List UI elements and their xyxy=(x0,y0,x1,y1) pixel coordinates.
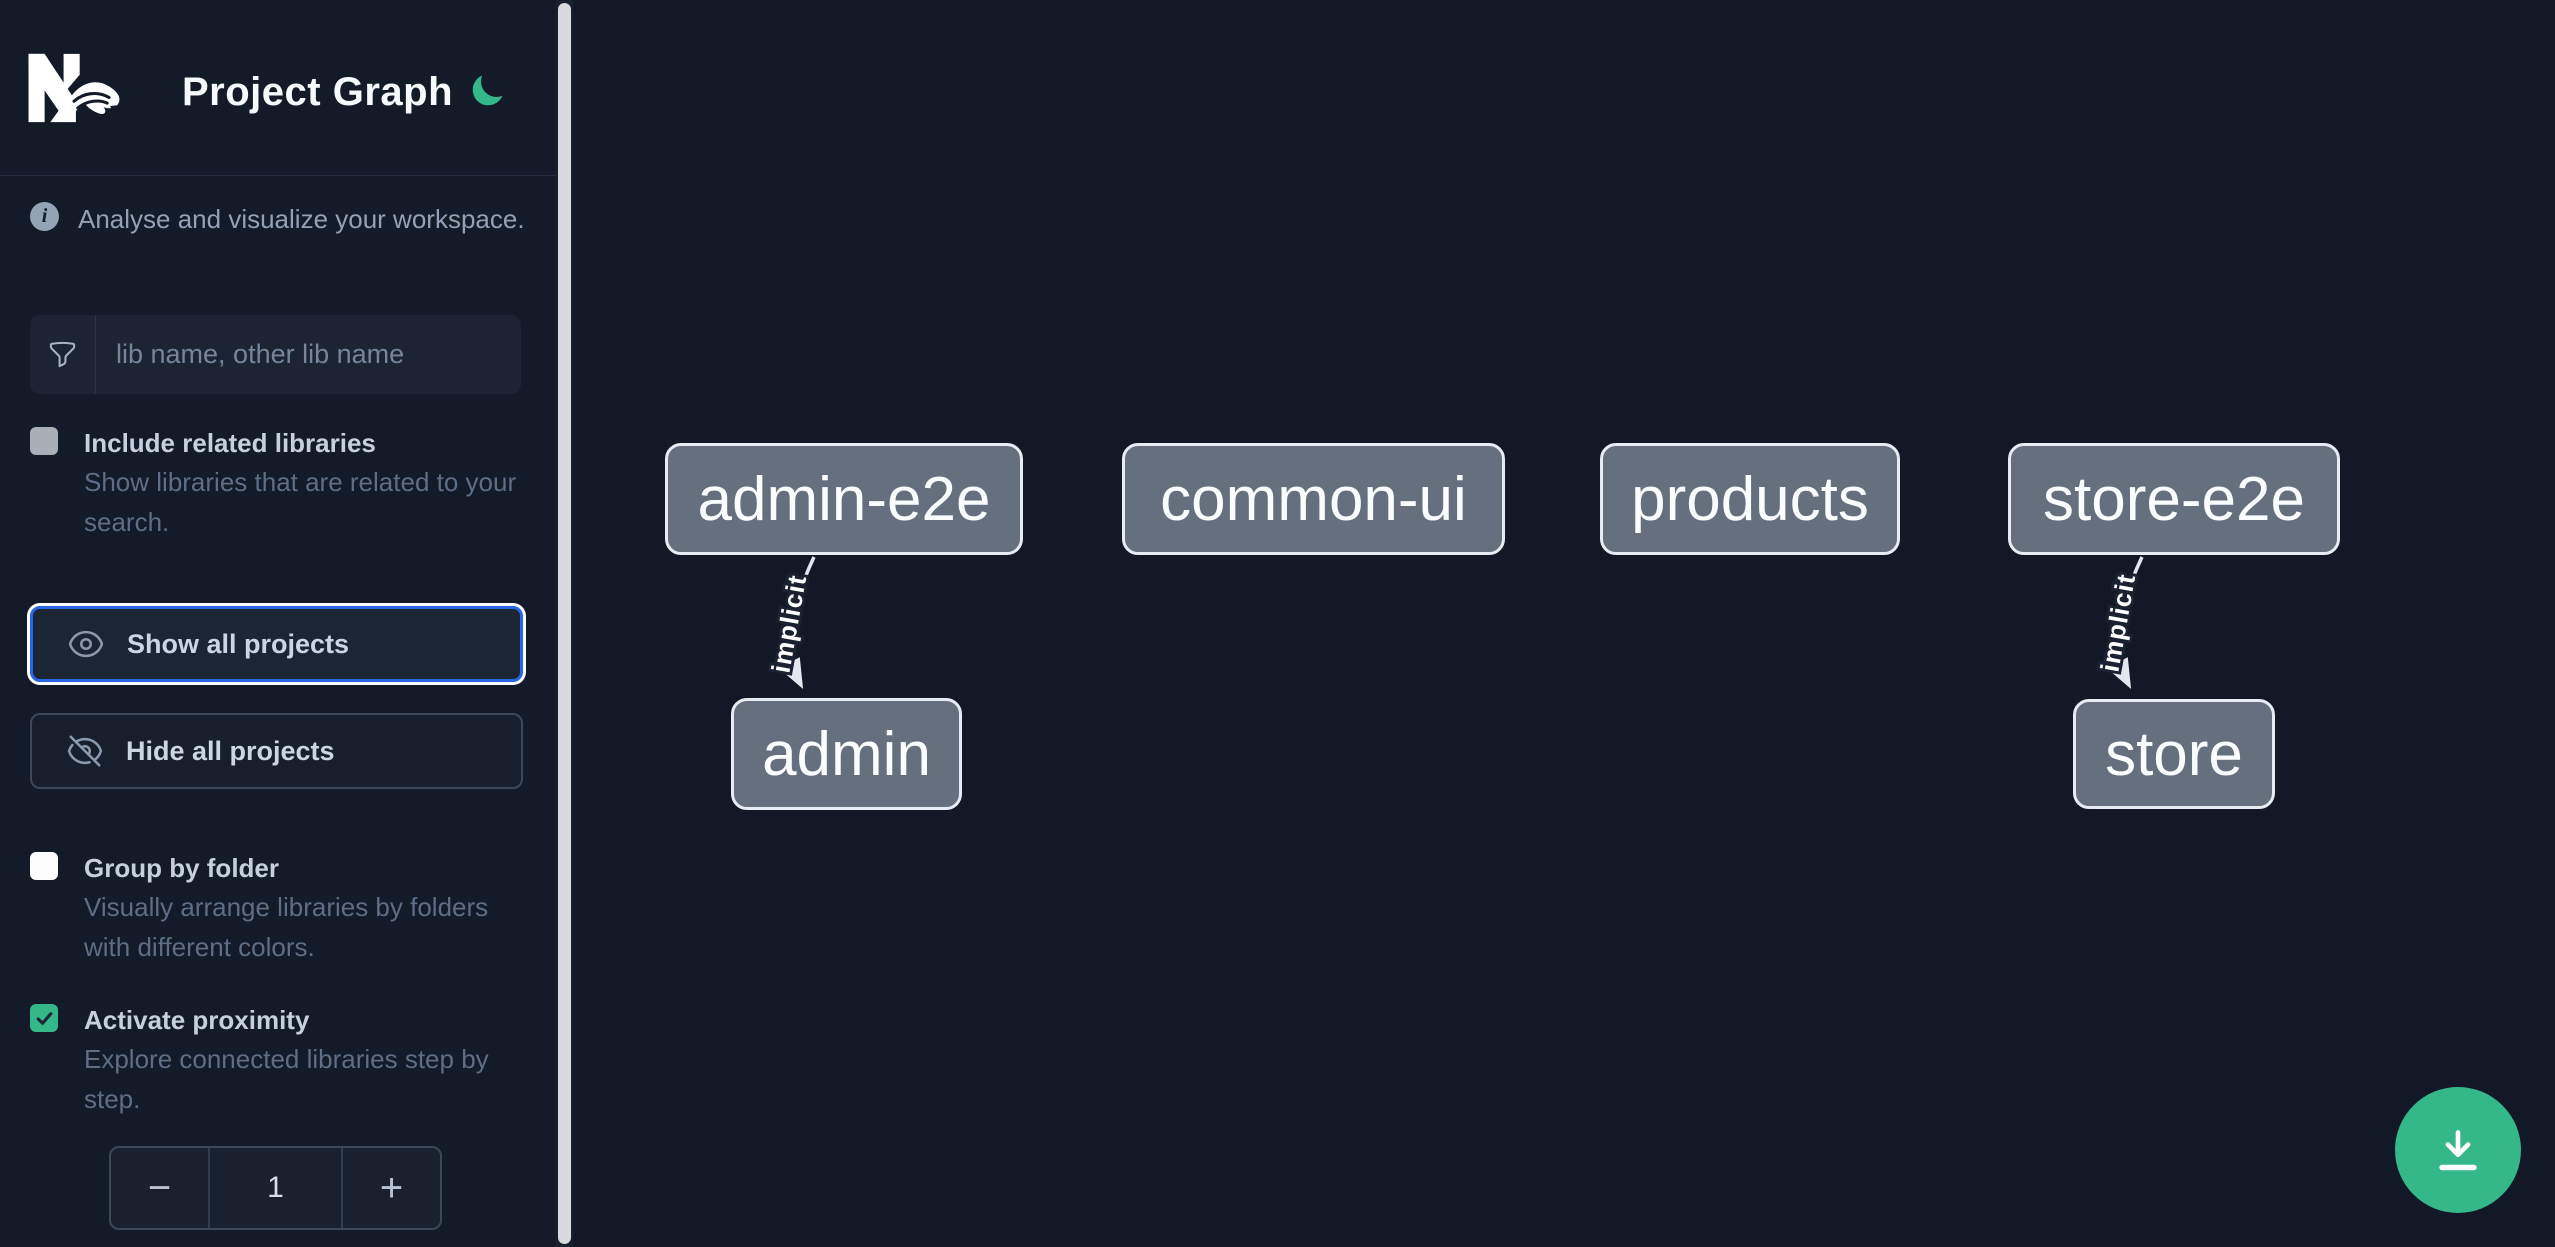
project-node-admin-e2e[interactable]: admin-e2e xyxy=(665,443,1023,555)
toggle-description: Show libraries that are related to your … xyxy=(84,467,517,537)
app-header: Project Graph xyxy=(0,0,556,176)
project-node-store[interactable]: store xyxy=(2073,699,2275,809)
workspace-info: i Analyse and visualize your workspace. xyxy=(30,202,525,235)
group-by-folder-checkbox[interactable] xyxy=(30,852,58,880)
project-node-store-e2e[interactable]: store-e2e xyxy=(2008,443,2340,555)
proximity-depth-stepper: − 1 + xyxy=(109,1146,442,1230)
hide-all-projects-button[interactable]: Hide all projects xyxy=(30,713,523,789)
toggle-description: Explore connected libraries step by step… xyxy=(84,1044,489,1114)
button-label: Hide all projects xyxy=(126,735,335,766)
increment-button[interactable]: + xyxy=(379,1165,404,1210)
funnel-icon xyxy=(30,315,96,394)
scrollbar-thumb[interactable] xyxy=(558,3,571,1244)
sidebar-scrollbar xyxy=(556,0,573,1247)
activate-proximity-checkbox[interactable] xyxy=(30,1004,58,1032)
download-graph-button[interactable] xyxy=(2395,1087,2521,1213)
toggle-description: Visually arrange libraries by folders wi… xyxy=(84,892,489,962)
checkmark-icon xyxy=(36,1011,52,1025)
eye-slash-icon xyxy=(66,732,104,770)
toggle-label: Activate proximity xyxy=(84,1005,310,1035)
depth-value[interactable]: 1 xyxy=(208,1148,343,1228)
info-text: Analyse and visualize your workspace. xyxy=(78,204,525,234)
toggle-label: Group by folder xyxy=(84,853,279,883)
toggle-group-by-folder: Group by folder Visually arrange librari… xyxy=(30,849,492,967)
eye-icon xyxy=(67,625,105,663)
show-all-projects-button[interactable]: Show all projects xyxy=(30,606,523,682)
include-related-checkbox[interactable] xyxy=(30,427,58,455)
page-title: Project Graph xyxy=(182,70,454,114)
download-icon xyxy=(2439,1130,2477,1171)
info-icon: i xyxy=(30,202,59,231)
search-filter xyxy=(30,315,521,394)
theme-toggle-button[interactable] xyxy=(467,72,507,112)
toggle-include-related: Include related libraries Show libraries… xyxy=(30,424,546,542)
toggle-activate-proximity: Activate proximity Explore connected lib… xyxy=(30,1001,534,1119)
toggle-label: Include related libraries xyxy=(84,428,376,458)
project-node-common-ui[interactable]: common-ui xyxy=(1122,443,1505,555)
project-node-admin[interactable]: admin xyxy=(731,698,962,810)
graph-canvas[interactable] xyxy=(573,0,2555,1247)
button-label: Show all projects xyxy=(127,628,350,659)
nx-logo xyxy=(28,53,121,123)
moon-icon xyxy=(472,75,503,106)
sidebar: Project Graph i Analyse and visualize yo… xyxy=(0,0,556,1247)
search-input[interactable] xyxy=(96,315,521,394)
project-node-products[interactable]: products xyxy=(1600,443,1900,555)
decrement-button[interactable]: − xyxy=(147,1165,172,1210)
